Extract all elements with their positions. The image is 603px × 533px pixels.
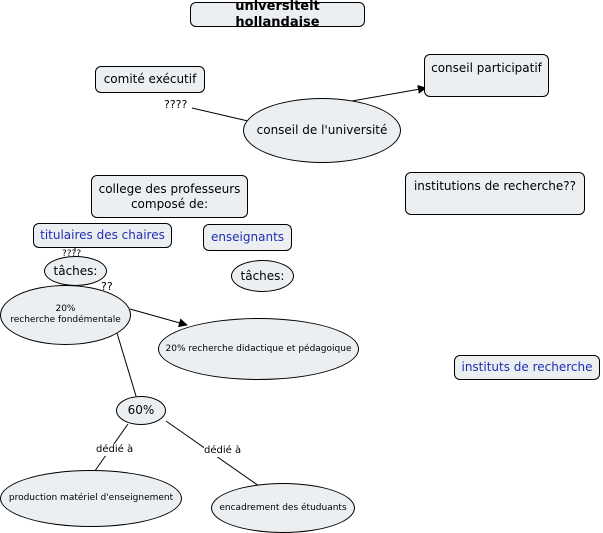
node-enseignants[interactable]: enseignants	[203, 224, 292, 251]
link-label-dedie-1: dédié à	[96, 444, 134, 456]
link-fond-didactique	[129, 308, 188, 328]
node-recherche-didactique[interactable]: 20% recherche didactique et pédagoique	[158, 318, 359, 380]
node-comite-executif[interactable]: comité exécutif	[95, 66, 205, 93]
node-encadrement-etudiants[interactable]: encadrement des étuduants	[211, 483, 355, 533]
node-conseil-universite[interactable]: conseil de l'université	[243, 98, 401, 163]
node-titulaires-chaires[interactable]: titulaires des chaires	[33, 223, 172, 248]
node-60-percent[interactable]: 60%	[116, 396, 166, 425]
node-recherche-fondementale[interactable]: 20% recherche fondémentale	[0, 285, 131, 345]
link-conseil-participatif	[345, 84, 427, 103]
link-comite-conseil	[191, 107, 249, 122]
link-label-q2: ????	[62, 249, 82, 259]
link-label-q3: ??	[101, 280, 113, 293]
node-institutions-recherche[interactable]: institutions de recherche??	[405, 172, 585, 215]
node-taches-2[interactable]: tâches:	[231, 260, 294, 292]
node-instituts-recherche[interactable]: instituts de recherche	[454, 355, 600, 380]
node-conseil-participatif[interactable]: conseil participatif	[424, 54, 549, 97]
node-taches-1[interactable]: tâches:	[44, 256, 107, 286]
node-production-materiel[interactable]: production matériel d'enseignement	[0, 470, 182, 527]
link-label-dedie-2: dédié à	[204, 445, 242, 457]
link-fond-60	[116, 332, 137, 397]
link-label-q1: ????	[164, 98, 188, 111]
node-college-professeurs[interactable]: college des professeurs composé de:	[91, 175, 248, 218]
node-title[interactable]: universiteit hollandaise	[190, 0, 365, 30]
